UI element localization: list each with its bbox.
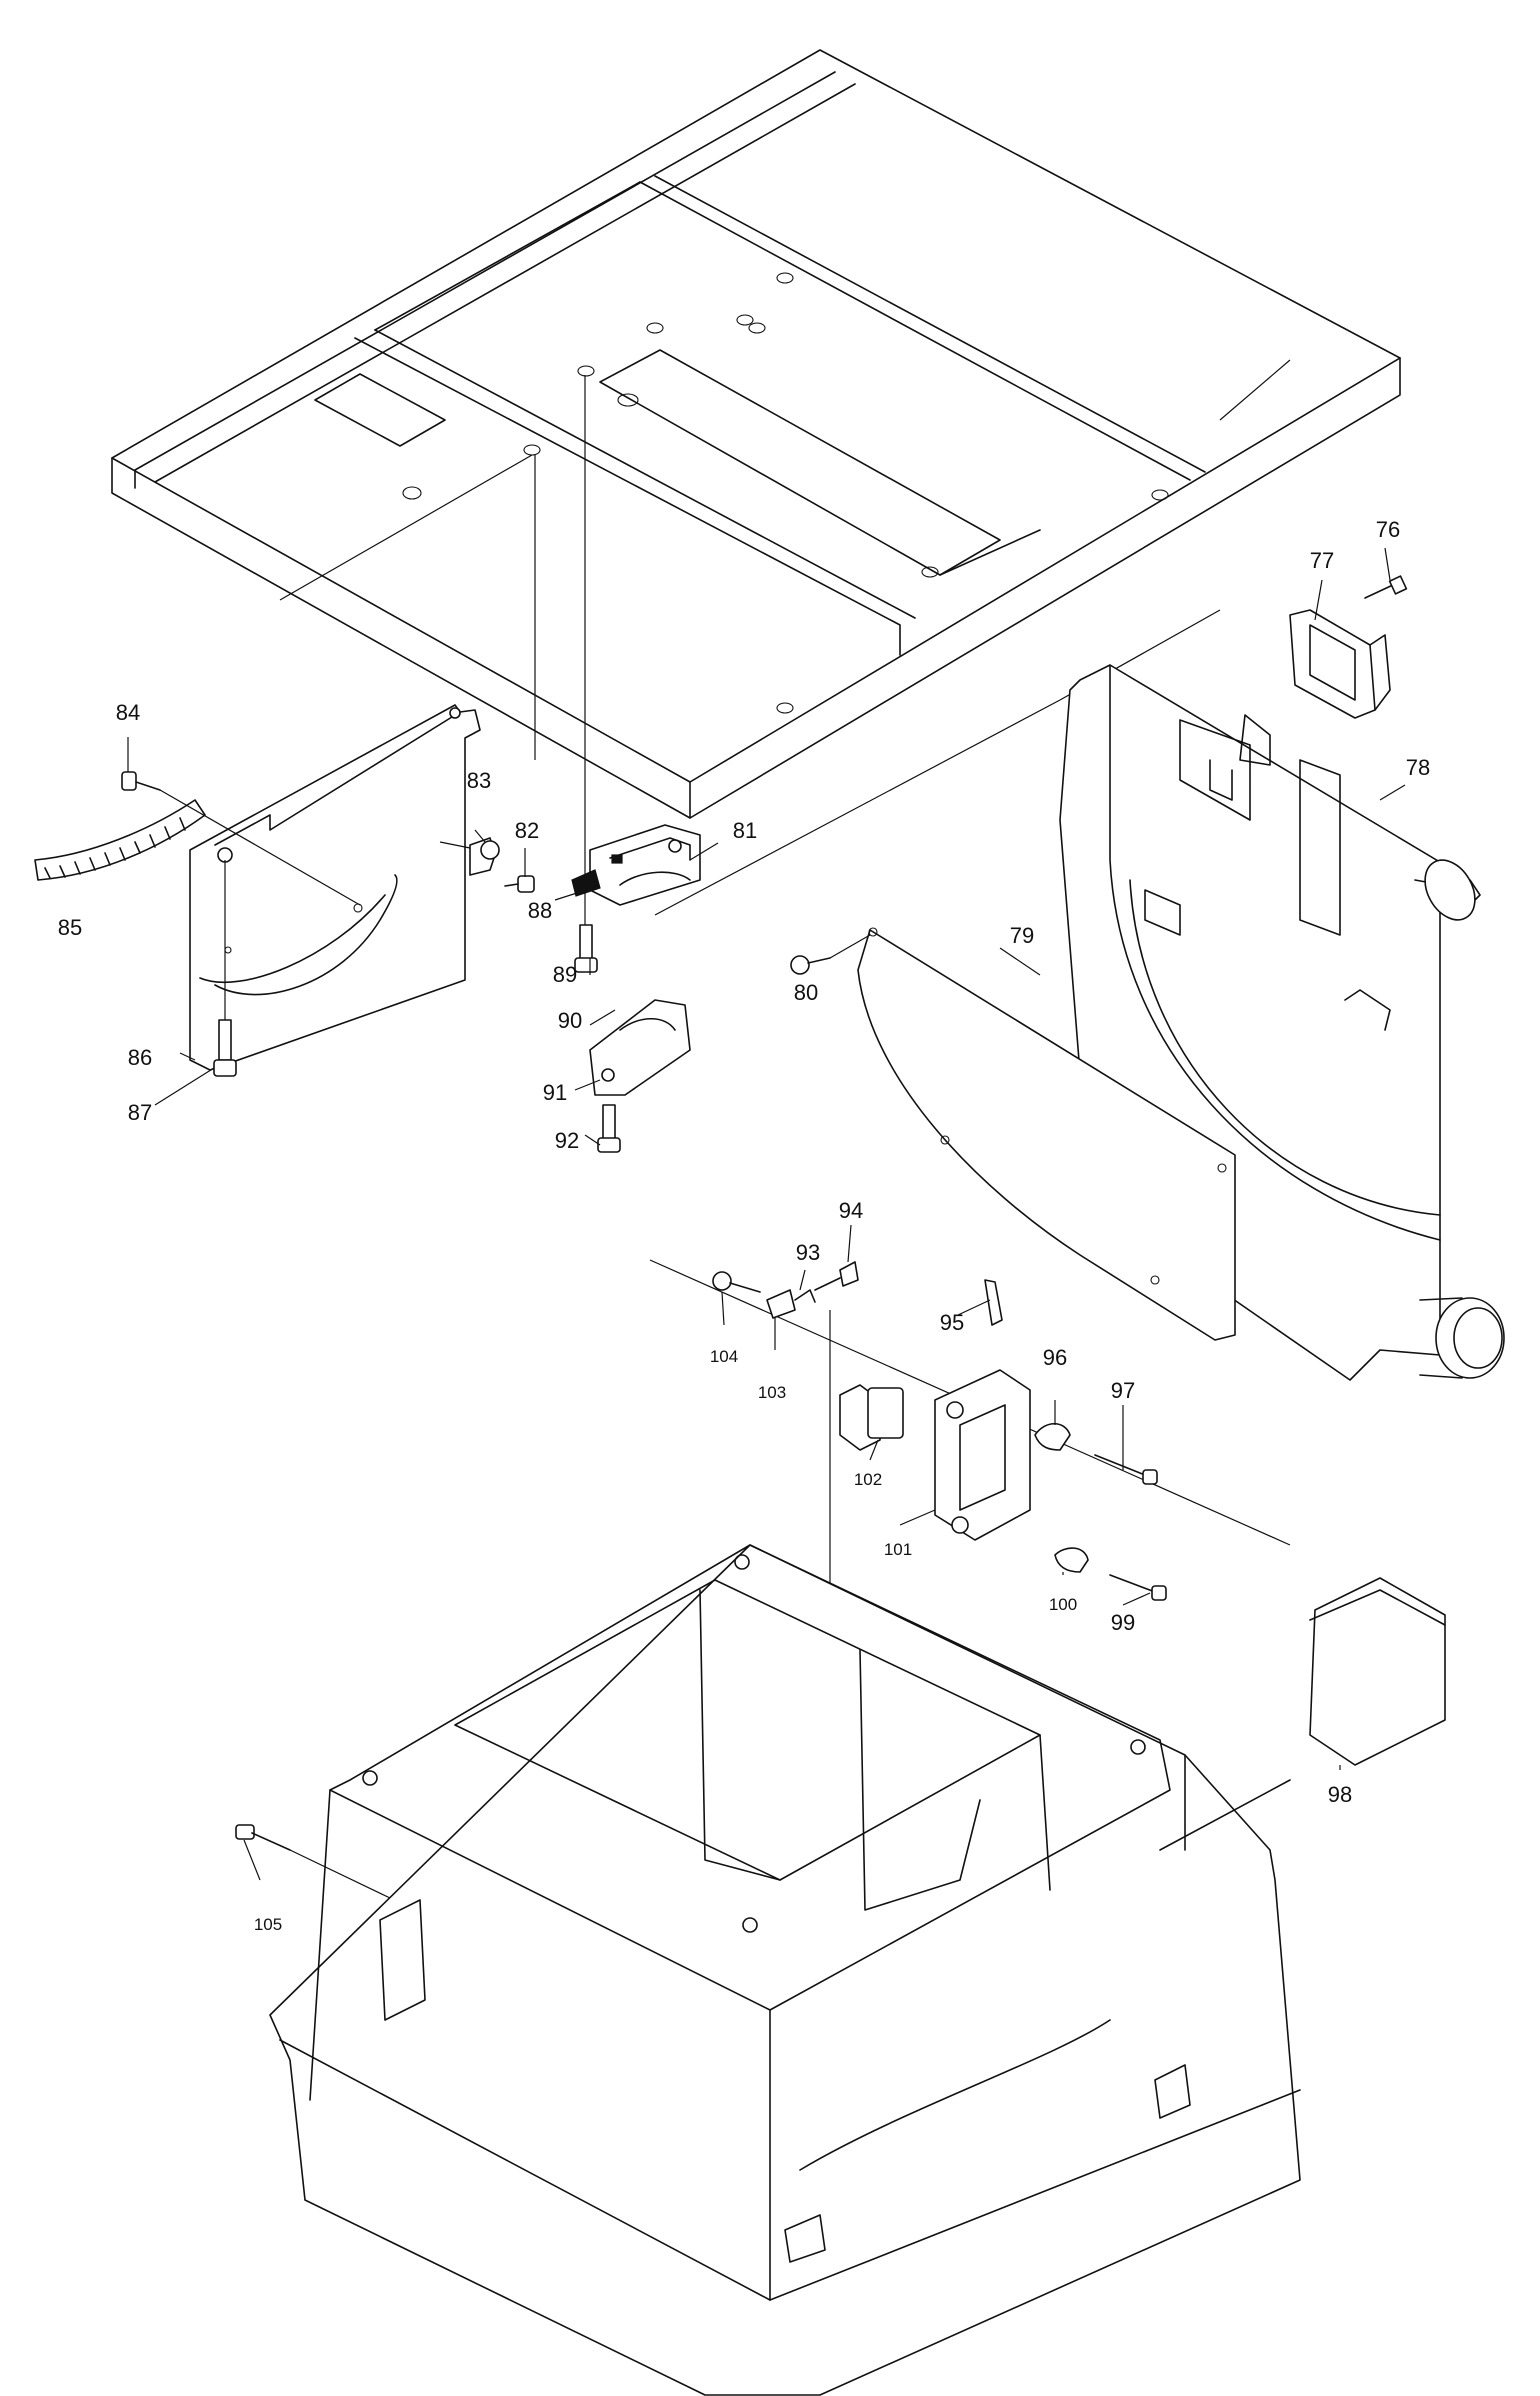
bearing-holder-81: [571, 824, 701, 906]
label-76: 76: [1376, 517, 1400, 542]
label-96: 96: [1043, 1345, 1067, 1370]
label-105: 105: [254, 1915, 282, 1934]
leader-lines: [127, 547, 1406, 1881]
screw-76: [1364, 575, 1408, 599]
label-94: 94: [839, 1198, 863, 1223]
label-102: 102: [854, 1470, 882, 1489]
label-93: 93: [796, 1240, 820, 1265]
switch-bracket-77: [1289, 609, 1391, 719]
label-90: 90: [558, 1008, 582, 1033]
label-95: 95: [940, 1310, 964, 1335]
label-84: 84: [116, 700, 140, 725]
label-77: 77: [1310, 548, 1334, 573]
part-labels: 76 77 78 79 80 81 82 83 84 85 86 87 88 8…: [58, 517, 1430, 1934]
label-81: 81: [733, 818, 757, 843]
label-101: 101: [884, 1540, 912, 1559]
bolt-89: [574, 924, 598, 973]
label-91: 91: [543, 1080, 567, 1105]
screw-80: [790, 934, 871, 975]
label-83: 83: [467, 768, 491, 793]
label-80: 80: [794, 980, 818, 1005]
gear-rack-85: [34, 799, 206, 881]
base-holes: [362, 1554, 1146, 1933]
label-100: 100: [1049, 1595, 1077, 1614]
screw-82: [504, 875, 535, 893]
label-99: 99: [1111, 1610, 1135, 1635]
label-78: 78: [1406, 755, 1430, 780]
bolt-92: [597, 1104, 621, 1153]
label-104: 104: [710, 1347, 738, 1366]
label-87: 87: [128, 1100, 152, 1125]
switch-assembly: [712, 1261, 1446, 1766]
screw-84: [121, 771, 361, 906]
clamp-83: [439, 837, 500, 876]
bearing-holder-91: [589, 999, 691, 1096]
label-103: 103: [758, 1383, 786, 1402]
label-86: 86: [128, 1045, 152, 1070]
label-88: 88: [528, 898, 552, 923]
label-79: 79: [1010, 923, 1034, 948]
guard-plate-79: [857, 927, 1236, 1341]
table-top: [111, 49, 1401, 819]
label-97: 97: [1111, 1378, 1135, 1403]
label-98: 98: [1328, 1782, 1352, 1807]
bolt-87: [213, 860, 237, 1077]
label-82: 82: [515, 818, 539, 843]
label-89: 89: [553, 962, 577, 987]
bevel-plate-86: [189, 704, 481, 1071]
bolt-105: [235, 1824, 391, 1899]
base: [269, 1544, 1301, 2396]
label-85: 85: [58, 915, 82, 940]
table-holes: [402, 272, 1169, 714]
label-92: 92: [555, 1128, 579, 1153]
